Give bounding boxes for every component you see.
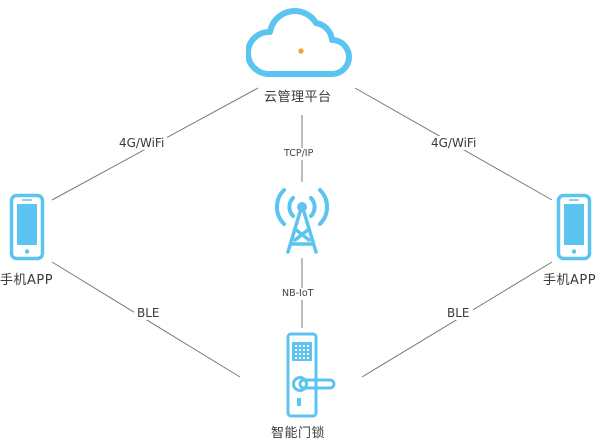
link-label-cloud-phone-left: 4G/WiFi <box>116 136 168 150</box>
smart-lock-label: 智能门锁 <box>271 426 326 441</box>
status-dot <box>298 48 304 54</box>
smartphone-icon <box>556 193 592 261</box>
phone-left-label: 手机APP <box>0 273 54 288</box>
link-label-tower-lock: NB-IoT <box>280 288 316 300</box>
smart-lock-icon <box>286 332 336 418</box>
phone-right-label: 手机APP <box>543 273 597 288</box>
cloud-icon <box>246 8 352 77</box>
smartphone-icon <box>9 193 45 261</box>
link-label-cloud-phone-right: 4G/WiFi <box>428 136 480 150</box>
link-label-phone-left-lock: BLE <box>134 306 163 320</box>
cloud-platform-label: 云管理平台 <box>264 90 332 105</box>
link-label-phone-right-lock: BLE <box>444 306 473 320</box>
signal-tower-icon <box>274 188 330 254</box>
link-label-cloud-tower: TCP/IP <box>282 148 316 160</box>
